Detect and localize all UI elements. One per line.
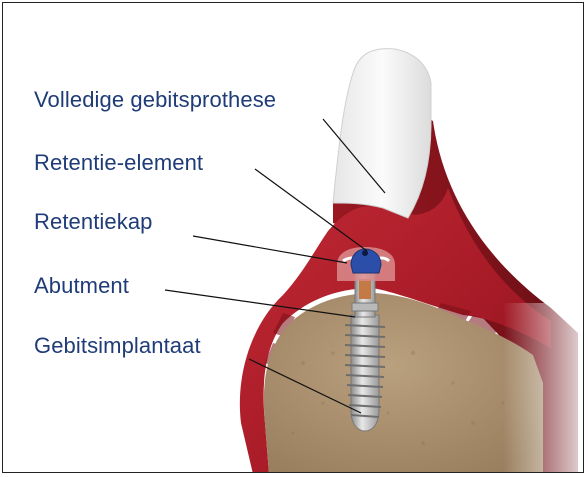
label-abutment: Abutment — [34, 275, 129, 297]
label-retentie-element: Retentie-element — [34, 152, 203, 174]
implant — [345, 315, 385, 431]
label-volledige-gebitsprothese: Volledige gebitsprothese — [34, 89, 276, 111]
implant-illustration — [3, 3, 584, 473]
diagram-frame: Volledige gebitsprothese Retentie-elemen… — [2, 2, 584, 473]
label-retentiekap: Retentiekap — [34, 211, 153, 233]
tooth — [333, 49, 431, 218]
label-gebitsimplantaat: Gebitsimplantaat — [34, 335, 201, 357]
